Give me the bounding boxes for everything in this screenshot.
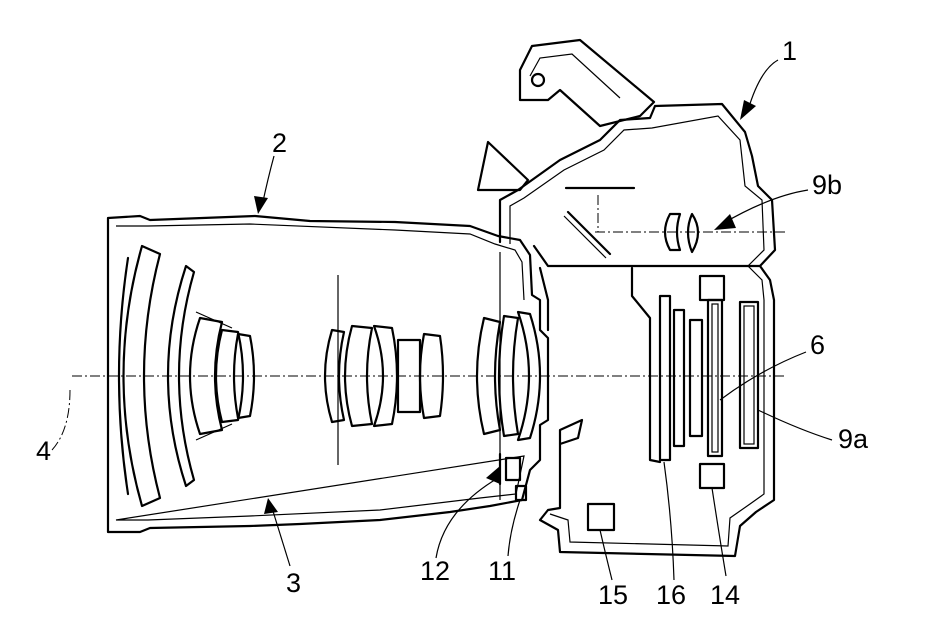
middle-lens-2 [343,324,374,428]
front-lens-1 [122,244,162,508]
leader-9b [721,189,809,225]
label-16: 16 [656,580,686,610]
grip-front [538,266,550,332]
sensor-filter [672,308,686,448]
front-lens-2 [117,256,130,496]
main-mirror [566,210,612,256]
front-lens-6 [232,332,256,420]
lens-barrel-inner-outline [115,223,525,521]
leader-14 [711,487,727,577]
arrow-2 [254,196,268,214]
middle-lens-1 [323,328,346,424]
label-9b: 9b [812,170,842,200]
flash-pivot [530,72,546,88]
leader-15 [599,529,613,581]
label-12: 12 [420,556,450,586]
shutter-unit-16 [658,294,672,462]
leader-3 [271,507,291,567]
component-box-15 [586,502,616,532]
rear-lens-3 [516,310,542,442]
sensor-package [688,318,704,438]
front-lens-3 [166,264,196,488]
eyepiece-lens-2 [686,212,700,254]
component-box-top-14 [698,274,726,302]
label-2: 2 [272,128,287,158]
mirror-box-wall [630,266,662,464]
label-15: 15 [598,580,628,610]
leader-12 [435,477,499,559]
hotshoe-bracket [476,140,530,192]
leader-1 [747,59,779,111]
front-lens-5 [214,328,245,424]
label-4: 4 [36,436,51,466]
component-box-11 [514,484,528,502]
leader-4 [51,389,71,451]
label-6: 6 [810,330,825,360]
sensor-board [711,303,719,453]
middle-lens-5 [418,332,445,420]
arrow-1 [740,100,756,120]
camera-body-outline [498,102,777,558]
main-mirror-back [563,215,607,259]
leader-11 [507,499,521,557]
label-3: 3 [286,568,301,598]
rear-lens-2 [497,314,520,438]
eyepiece-lens-1 [663,212,682,252]
label-1: 1 [782,36,797,66]
label-11: 11 [488,556,516,586]
camera-body-inner-outline [509,115,765,547]
arrow-12 [486,466,500,484]
rear-display-glass [743,305,755,445]
rear-lens-1 [475,316,502,436]
arrow-3 [264,498,278,514]
front-lens-4 [188,316,224,436]
flash-housing [518,38,656,128]
label-9a: 9a [838,424,869,454]
middle-lens-3 [372,324,399,428]
image-sensor-6 [706,298,724,458]
front-lens-mount [195,311,233,441]
lens-barrel-outline [106,214,550,534]
component-box-bottom-14 [698,462,726,490]
middle-lens-4 [396,338,422,414]
component-box-12 [504,456,522,482]
prism-housing [532,244,762,268]
label-14: 14 [710,580,740,610]
leader-9a [757,409,833,441]
arrow-9b [714,214,736,230]
flash-inner [529,53,621,99]
rear-display-9a [738,300,760,450]
leader-6 [719,351,807,401]
leader-16 [663,461,675,581]
